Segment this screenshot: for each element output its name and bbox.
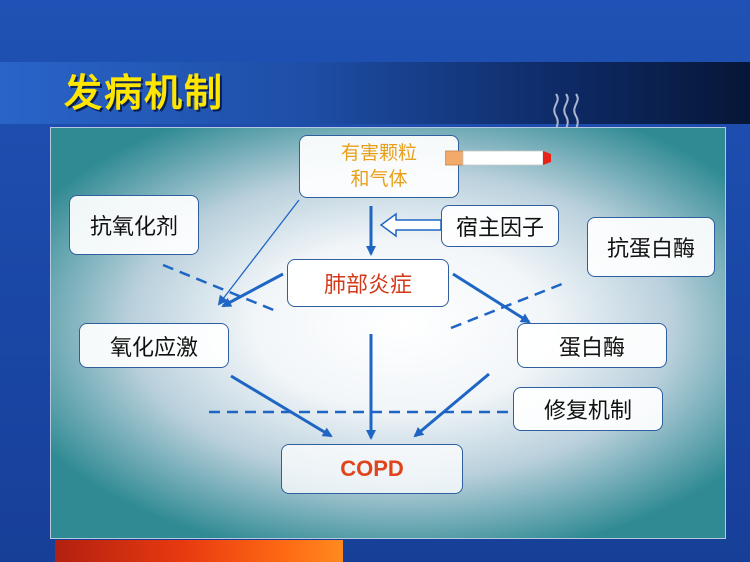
harmful-particles-node: 有害颗粒 和气体 xyxy=(299,135,459,198)
protease-to-copd-arrow xyxy=(413,372,490,438)
diagram-connectors xyxy=(162,199,568,440)
diagram-panel: 有害颗粒 和气体 宿主因子 肺部炎症 抗氧化剂 抗蛋白酶 氧化应激 蛋白酶 修复… xyxy=(50,127,726,539)
oxidative-stress-node: 氧化应激 xyxy=(79,323,229,368)
antioxidant-node: 抗氧化剂 xyxy=(69,195,199,255)
slide-title: 发病机制 xyxy=(64,70,225,115)
copd-node: COPD xyxy=(281,444,463,494)
antioxidant-inhibit-line xyxy=(162,263,277,313)
antiprotease-inhibit-line xyxy=(450,280,568,330)
title-band xyxy=(0,62,750,124)
harmful-to-oxidative-arrow xyxy=(217,199,300,306)
repair-mechanism-node: 修复机制 xyxy=(513,387,663,431)
oxidative-to-copd-arrow xyxy=(230,374,333,438)
bottom-accent-bar xyxy=(55,540,343,562)
protease-node: 蛋白酶 xyxy=(517,323,667,368)
lung-to-oxidative-arrow xyxy=(221,272,284,308)
antiprotease-node: 抗蛋白酶 xyxy=(587,217,715,277)
lung-inflammation-node: 肺部炎症 xyxy=(287,259,449,307)
host-factors-node: 宿主因子 xyxy=(441,205,559,247)
cigarette-icon xyxy=(445,150,551,166)
lung-to-protease-arrow xyxy=(452,272,531,324)
host-to-lung-arrow xyxy=(379,212,442,238)
